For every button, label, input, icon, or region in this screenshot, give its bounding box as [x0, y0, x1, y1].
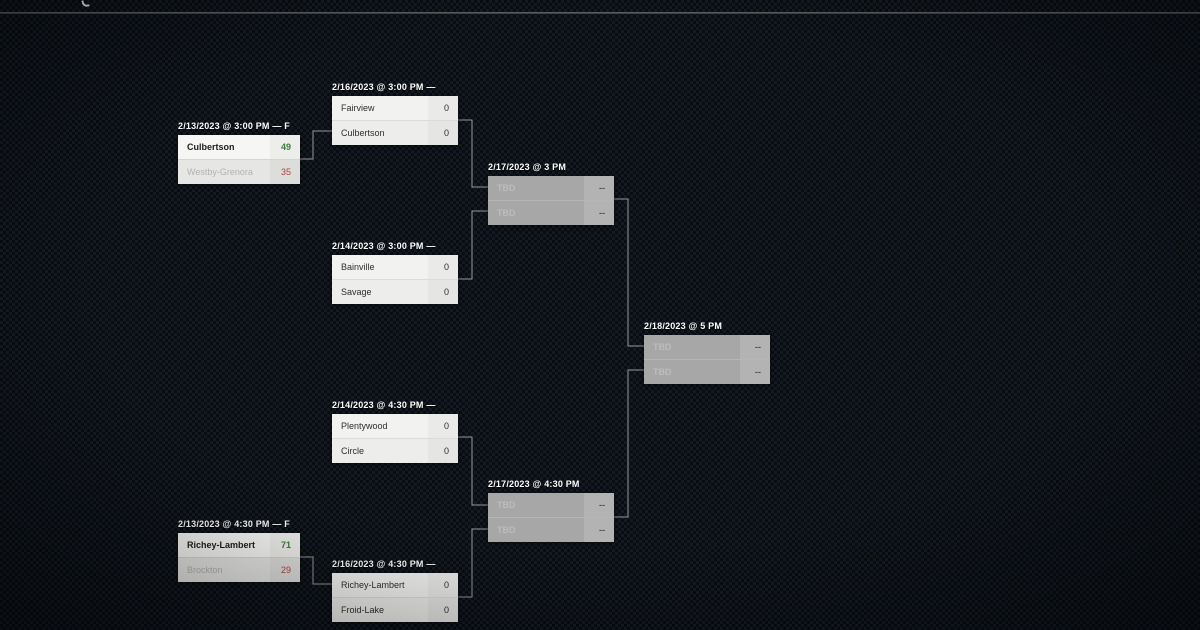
match-card-r1-game1[interactable]: 2/13/2023 @ 3:00 PM — F Culbertson 49 We… [178, 121, 300, 184]
match-box: TBD -- TBD -- [488, 176, 614, 225]
team-score: 0 [428, 280, 458, 304]
match-box: Richey-Lambert 71 Brockton 29 [178, 533, 300, 582]
team-row: Savage 0 [332, 279, 458, 304]
match-box: TBD -- TBD -- [644, 335, 770, 384]
team-score: -- [740, 335, 770, 359]
match-box: Richey-Lambert 0 Froid-Lake 0 [332, 573, 458, 622]
team-row: Froid-Lake 0 [332, 597, 458, 622]
team-score: 0 [428, 96, 458, 120]
team-name: TBD [653, 342, 672, 352]
team-score: 29 [270, 558, 300, 582]
team-row: TBD -- [488, 517, 614, 542]
match-box: Bainville 0 Savage 0 [332, 255, 458, 304]
match-datetime: 2/18/2023 @ 5 PM [644, 321, 723, 331]
match-datetime: 2/16/2023 @ 4:30 PM — [332, 559, 436, 569]
team-name: TBD [497, 500, 516, 510]
team-score: 0 [428, 121, 458, 145]
team-score: 0 [428, 414, 458, 438]
team-row: Bainville 0 [332, 255, 458, 279]
match-box: TBD -- TBD -- [488, 493, 614, 542]
team-score: 0 [428, 573, 458, 597]
team-row: Culbertson 49 [178, 135, 300, 159]
team-row: Fairview 0 [332, 96, 458, 120]
team-name: Bainville [341, 262, 375, 272]
team-name: Westby-Grenora [187, 167, 253, 177]
team-name: Brockton [187, 565, 223, 575]
top-divider [0, 12, 1200, 14]
match-card-r2-game1[interactable]: 2/16/2023 @ 3:00 PM — Fairview 0 Culbert… [332, 82, 458, 145]
team-score: 71 [270, 533, 300, 557]
team-name: TBD [653, 367, 672, 377]
team-score: -- [584, 493, 614, 517]
team-row: Circle 0 [332, 438, 458, 463]
team-name: Richey-Lambert [341, 580, 405, 590]
match-box: Fairview 0 Culbertson 0 [332, 96, 458, 145]
team-score: -- [740, 360, 770, 384]
match-card-r2-game2[interactable]: 2/14/2023 @ 3:00 PM — Bainville 0 Savage… [332, 241, 458, 304]
team-row: Brockton 29 [178, 557, 300, 582]
match-datetime: 2/14/2023 @ 3:00 PM — [332, 241, 436, 251]
team-score: 0 [428, 439, 458, 463]
match-card-r2-game3[interactable]: 2/14/2023 @ 4:30 PM — Plentywood 0 Circl… [332, 400, 458, 463]
team-row: TBD -- [644, 335, 770, 359]
team-name: Fairview [341, 103, 375, 113]
team-name: TBD [497, 208, 516, 218]
team-score: -- [584, 201, 614, 225]
team-name: Circle [341, 446, 365, 456]
match-datetime: 2/17/2023 @ 3 PM [488, 162, 567, 172]
team-score: 0 [428, 598, 458, 622]
team-row: TBD -- [488, 176, 614, 200]
team-row: TBD -- [644, 359, 770, 384]
match-box: Plentywood 0 Circle 0 [332, 414, 458, 463]
team-name: Savage [341, 287, 372, 297]
team-name: Culbertson [187, 142, 235, 152]
team-score: 49 [270, 135, 300, 159]
team-row: Westby-Grenora 35 [178, 159, 300, 184]
match-card-semi1[interactable]: 2/17/2023 @ 3 PM TBD -- TBD -- [488, 162, 614, 225]
team-score: 0 [428, 255, 458, 279]
team-name: Culbertson [341, 128, 385, 138]
match-datetime: 2/13/2023 @ 4:30 PM — F [178, 519, 290, 529]
team-score: 35 [270, 160, 300, 184]
team-row: TBD -- [488, 200, 614, 225]
match-card-semi2[interactable]: 2/17/2023 @ 4:30 PM TBD -- TBD -- [488, 479, 614, 542]
match-datetime: 2/16/2023 @ 3:00 PM — [332, 82, 436, 92]
team-row: Richey-Lambert 71 [178, 533, 300, 557]
match-box: Culbertson 49 Westby-Grenora 35 [178, 135, 300, 184]
team-name: TBD [497, 183, 516, 193]
team-name: Richey-Lambert [187, 540, 256, 550]
match-datetime: 2/13/2023 @ 3:00 PM — F [178, 121, 290, 131]
team-row: Richey-Lambert 0 [332, 573, 458, 597]
team-row: Plentywood 0 [332, 414, 458, 438]
team-name: Plentywood [341, 421, 388, 431]
team-row: Culbertson 0 [332, 120, 458, 145]
match-card-final[interactable]: 2/18/2023 @ 5 PM TBD -- TBD -- [644, 321, 770, 384]
team-score: -- [584, 176, 614, 200]
match-datetime: 2/14/2023 @ 4:30 PM — [332, 400, 436, 410]
team-score: -- [584, 518, 614, 542]
team-name: TBD [497, 525, 516, 535]
match-datetime: 2/17/2023 @ 4:30 PM [488, 479, 580, 489]
team-name: Froid-Lake [341, 605, 385, 615]
match-card-r2-game4[interactable]: 2/16/2023 @ 4:30 PM — Richey-Lambert 0 F… [332, 559, 458, 622]
match-card-r1-game2[interactable]: 2/13/2023 @ 4:30 PM — F Richey-Lambert 7… [178, 519, 300, 582]
team-row: TBD -- [488, 493, 614, 517]
